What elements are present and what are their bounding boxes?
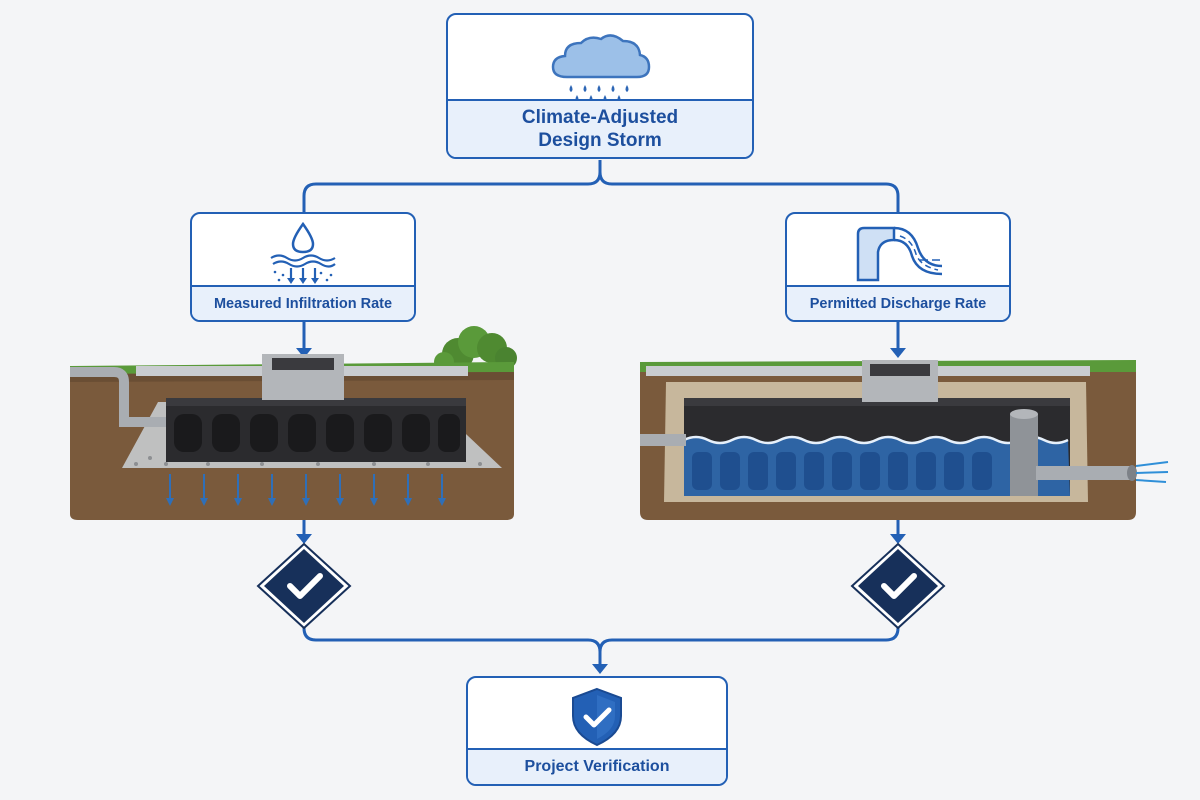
arrow-head bbox=[890, 534, 906, 544]
project-verification-label: Project Verification bbox=[468, 748, 726, 784]
water-drop-infiltration-icon bbox=[270, 221, 336, 284]
shield-check-icon bbox=[572, 687, 622, 747]
project-verification-node: Project Verification bbox=[466, 676, 728, 786]
design-storm-line1: Climate-Adjusted bbox=[521, 107, 679, 128]
arrow-head bbox=[592, 664, 608, 674]
detention-tank-illustration bbox=[640, 360, 1169, 520]
arrow-head bbox=[296, 534, 312, 544]
connector-checks-merge bbox=[302, 620, 900, 668]
checkmark-diamond-icon bbox=[256, 542, 352, 630]
infiltration-tank-illustration bbox=[70, 326, 517, 520]
rain-cloud-icon bbox=[551, 34, 651, 102]
discharge-rate-label: Permitted Discharge Rate bbox=[787, 285, 1009, 320]
infiltration-arrows bbox=[166, 474, 446, 506]
infiltration-crates bbox=[166, 398, 466, 462]
discharge-flow-icon bbox=[856, 226, 943, 282]
connector-top-split bbox=[302, 160, 900, 212]
discharge-rate-node: Permitted Discharge Rate bbox=[785, 212, 1011, 322]
infiltration-rate-label: Measured Infiltration Rate bbox=[192, 285, 414, 320]
checkmark-diamond-icon bbox=[850, 542, 946, 630]
infiltration-rate-node: Measured Infiltration Rate bbox=[190, 212, 416, 322]
arrow-head bbox=[890, 348, 906, 358]
design-storm-node: Climate-Adjusted Design Storm bbox=[446, 13, 754, 159]
design-storm-label: Climate-Adjusted Design Storm bbox=[448, 99, 752, 157]
design-storm-line2: Design Storm bbox=[538, 130, 662, 151]
arrow-head bbox=[296, 348, 312, 358]
outlet-water-flow bbox=[1135, 461, 1169, 483]
